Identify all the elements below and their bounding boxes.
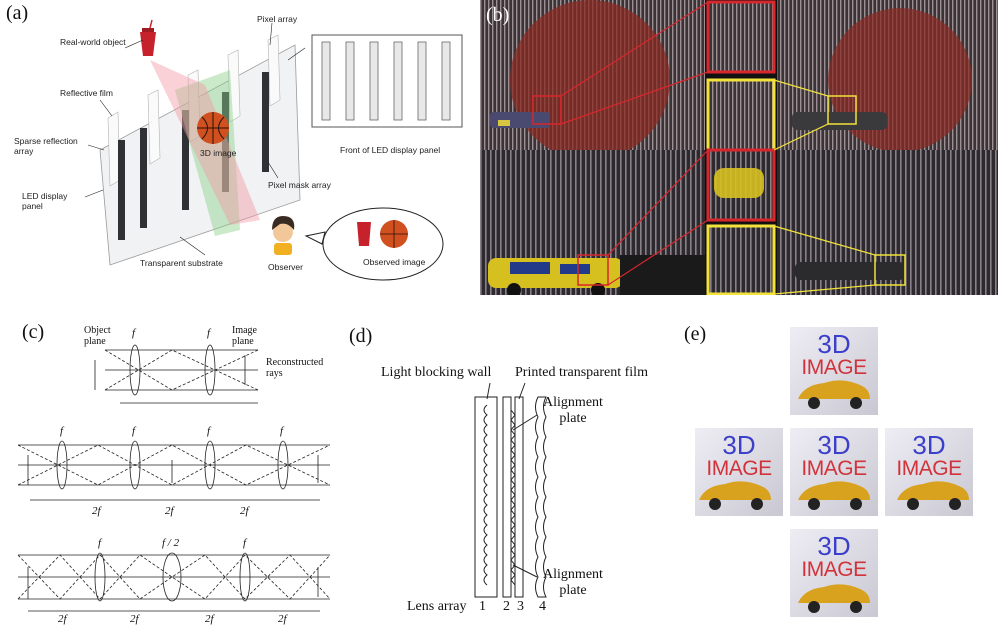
roi-yellow-bottom xyxy=(874,254,906,286)
label-alignment-plate-bottom: Alignment plate xyxy=(543,567,603,598)
toy-car-icon xyxy=(699,481,771,510)
panel-d: (d) Light blocking wall Printed transpar… xyxy=(345,315,675,625)
tile-text-3d: 3D xyxy=(817,329,851,359)
panel-c: (c) xyxy=(0,315,340,625)
panel-b: (b) xyxy=(480,0,998,295)
label-3d-image: 3D image xyxy=(200,148,237,158)
label-f-half: f / 2 xyxy=(162,537,180,549)
view-tile-center: 3D IMAGE xyxy=(790,428,878,516)
zoom-top-yellow xyxy=(706,78,776,152)
zoom-bottom-yellow xyxy=(706,224,776,295)
label-f-row3-lens3: f xyxy=(243,537,247,549)
front-led-columns xyxy=(321,41,451,121)
tile-text-image: IMAGE xyxy=(706,457,772,480)
panel-b-label: (b) xyxy=(486,4,510,26)
green-ray xyxy=(175,70,240,236)
view-tile-bottom: 3D IMAGE xyxy=(790,529,878,617)
label-2f-row2-c: 2f xyxy=(240,505,249,517)
panel-a: (a) xyxy=(0,0,470,290)
label-real-world-object: Real-world object xyxy=(60,37,126,47)
panel-b-photos xyxy=(480,0,998,295)
observed-image-bubble xyxy=(322,207,444,281)
toy-car-icon xyxy=(798,481,870,510)
label-2f-row2-b: 2f xyxy=(165,505,174,517)
view-tile-left: 3D IMAGE xyxy=(695,428,783,516)
label-f-row1-lens2: f xyxy=(207,327,211,339)
red-ray xyxy=(150,60,260,225)
panel-c-label: (c) xyxy=(22,321,45,343)
label-observed-image: Observed image xyxy=(363,257,426,267)
label-layer-2: 2 xyxy=(503,599,510,614)
label-layer-4: 4 xyxy=(539,599,546,614)
label-f-row3-lens1: f xyxy=(98,537,102,549)
label-front-led-panel: Front of LED display panel xyxy=(340,145,441,155)
label-object-plane: Object plane xyxy=(84,325,111,347)
label-alignment-plate-top: Alignment plate xyxy=(543,395,603,426)
label-light-blocking-wall: Light blocking wall xyxy=(381,365,492,380)
label-pixel-array: Pixel array xyxy=(257,14,298,24)
label-transparent-substrate: Transparent substrate xyxy=(140,258,223,268)
label-reconstructed-rays: Reconstructed rays xyxy=(266,357,324,379)
tile-text-3d: 3D xyxy=(817,430,851,460)
view-tile-top: 3D IMAGE xyxy=(790,327,878,415)
label-reflective-film: Reflective film xyxy=(60,88,113,98)
tile-text-image: IMAGE xyxy=(801,356,867,379)
zoom-top-red xyxy=(706,0,776,74)
label-2f-row3-c: 2f xyxy=(205,613,214,625)
toy-car-icon xyxy=(897,481,969,510)
label-pixel-mask-array: Pixel mask array xyxy=(268,180,331,190)
toy-car-icon xyxy=(798,584,870,613)
panel-a-diagram xyxy=(84,19,463,281)
label-sparse-reflection-array: Sparse reflection array xyxy=(14,136,78,156)
label-f-row1-lens1: f xyxy=(132,327,136,339)
label-led-display-panel: LED display panel xyxy=(22,191,68,211)
panel-e: (e) 3D IMAGE 3D IMAGE 3D IMAGE 3D IMAGE xyxy=(680,315,998,625)
label-2f-row3-b: 2f xyxy=(130,613,139,625)
tile-text-3d: 3D xyxy=(912,430,946,460)
roi-red-bottom xyxy=(577,254,609,286)
tile-text-3d: 3D xyxy=(722,430,756,460)
tile-text-image: IMAGE xyxy=(801,457,867,480)
tile-text-image: IMAGE xyxy=(896,457,962,480)
label-2f-row3-d: 2f xyxy=(278,613,287,625)
panel-a-label: (a) xyxy=(6,2,29,24)
cup-icon xyxy=(140,32,156,56)
front-led-panel xyxy=(311,34,463,128)
view-tile-right: 3D IMAGE xyxy=(885,428,973,516)
roi-red-top xyxy=(532,95,562,125)
reflective-film xyxy=(107,34,281,187)
label-image-plane: Image plane xyxy=(232,325,257,347)
label-printed-transparent-film: Printed transparent film xyxy=(515,365,648,380)
label-f-row2-lens4: f xyxy=(280,425,284,437)
panel-d-label: (d) xyxy=(349,325,373,347)
tile-text-3d: 3D xyxy=(817,531,851,561)
label-f-row2-lens1: f xyxy=(60,425,64,437)
label-f-row2-lens3: f xyxy=(207,425,211,437)
panel-e-label: (e) xyxy=(684,323,707,345)
tile-text-image: IMAGE xyxy=(801,558,867,581)
panel-c-optics xyxy=(17,344,331,612)
roi-yellow-top xyxy=(827,95,857,125)
toy-car-icon xyxy=(798,380,870,409)
label-f-row2-lens2: f xyxy=(132,425,136,437)
label-2f-row2-a: 2f xyxy=(92,505,101,517)
pixel-mask-array xyxy=(118,72,269,240)
label-layer-3: 3 xyxy=(517,599,524,614)
label-layer-1: 1 xyxy=(479,599,486,614)
label-2f-row3-a: 2f xyxy=(58,613,67,625)
label-observer: Observer xyxy=(268,262,303,272)
label-lens-array: Lens array xyxy=(407,599,467,614)
panel-d-structure xyxy=(474,382,547,598)
observer-head xyxy=(273,222,293,242)
